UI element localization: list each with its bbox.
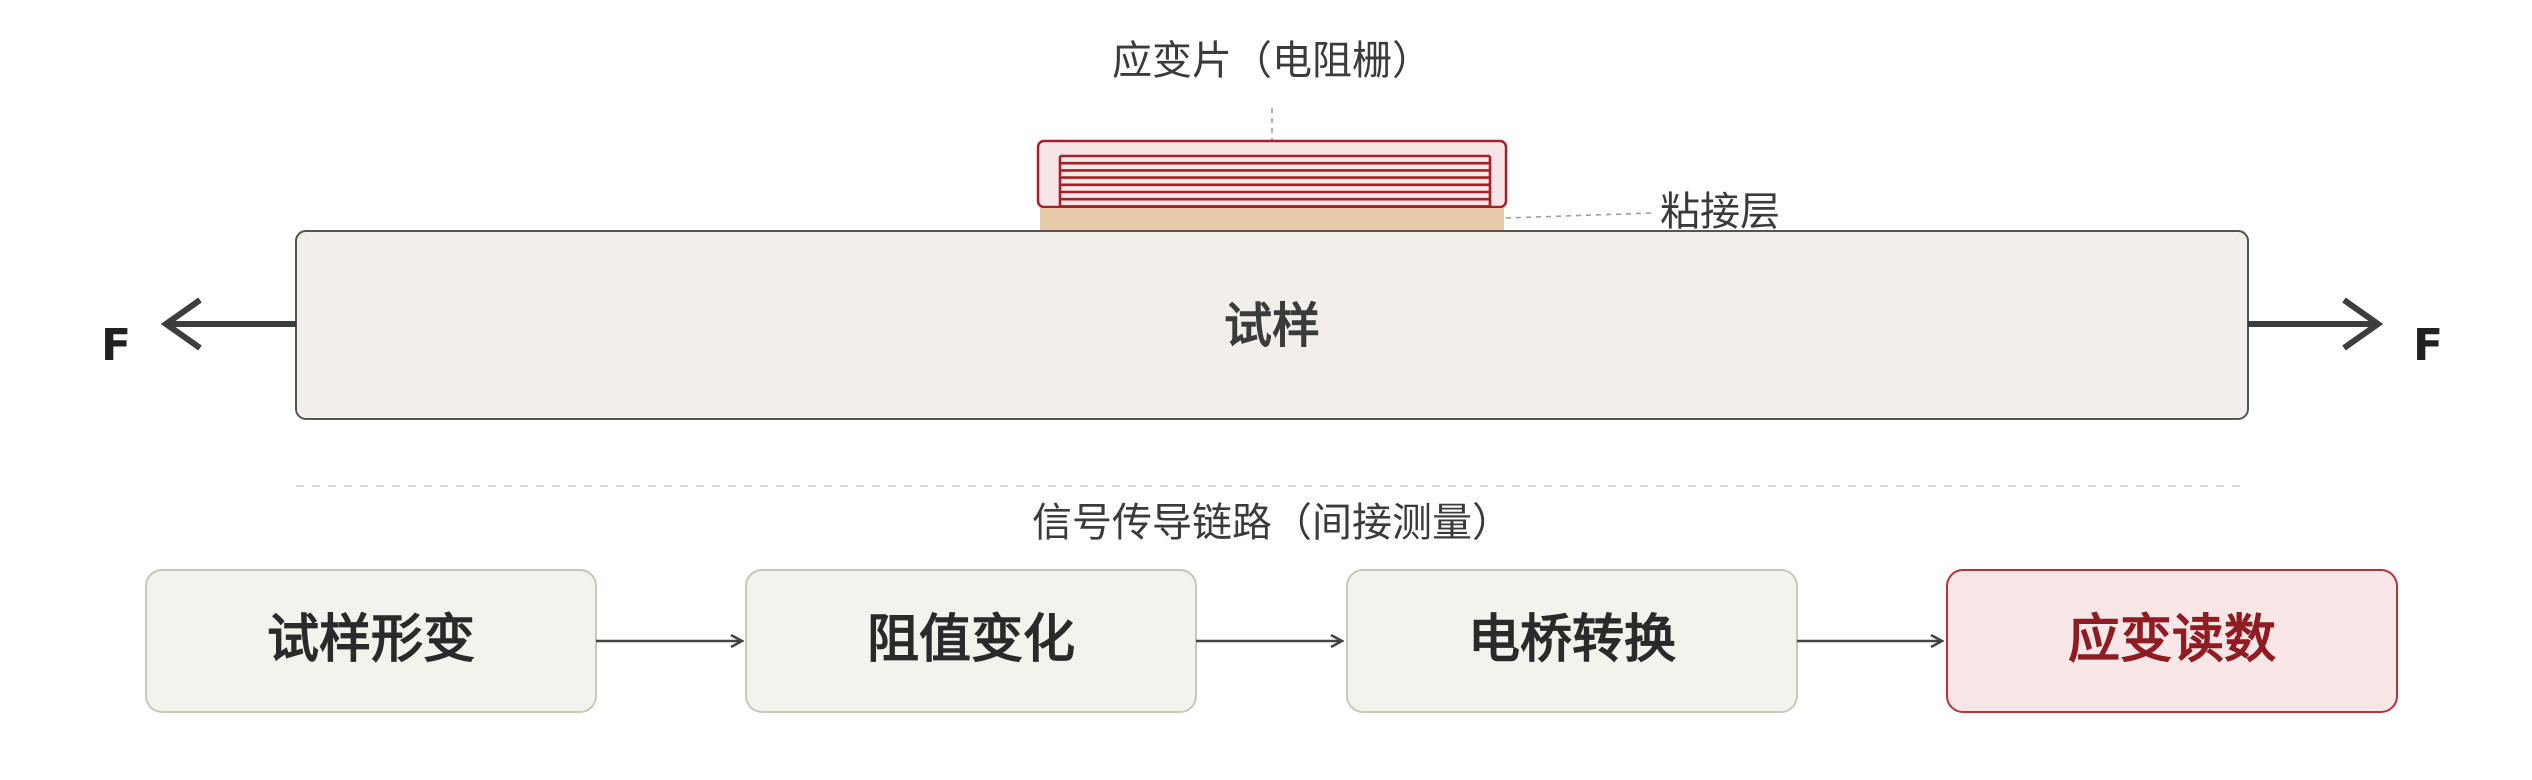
flow-box-4-label: 应变读数 [2068,610,2276,670]
force-label-left: F [101,320,131,371]
flow-box-1-label: 试样形变 [267,610,475,670]
force-arrow-left [160,297,296,351]
adhesive-layer [1040,208,1504,230]
signal-chain-label: 信号传导链路（间接测量） [1032,500,1512,546]
strain-gauge [1036,139,1508,209]
force-arrow-right [2248,297,2384,351]
specimen-label: 试样 [1224,298,1320,354]
grid-line [1060,154,1490,208]
force-label-right: F [2413,320,2443,371]
strain-gauge-label: 应变片（电阻栅） [1112,38,1432,84]
strain-gauge-body [1036,139,1508,209]
flow-box-4-rect [1946,569,2398,713]
flow-box-1: 试样形变 [145,569,597,713]
adhesive-leader [1505,212,1653,219]
resistance-grid [1058,154,1492,208]
adhesive-layer-label: 粘接层 [1660,189,1780,235]
flow-box-4: 应变读数 [1946,569,2398,713]
flow-box-2-label: 阻值变化 [867,610,1075,670]
flow-box-3: 电桥转换 [1346,569,1798,713]
flow-box-3-label: 电桥转换 [1468,610,1676,670]
flow-box-2: 阻值变化 [745,569,1197,713]
